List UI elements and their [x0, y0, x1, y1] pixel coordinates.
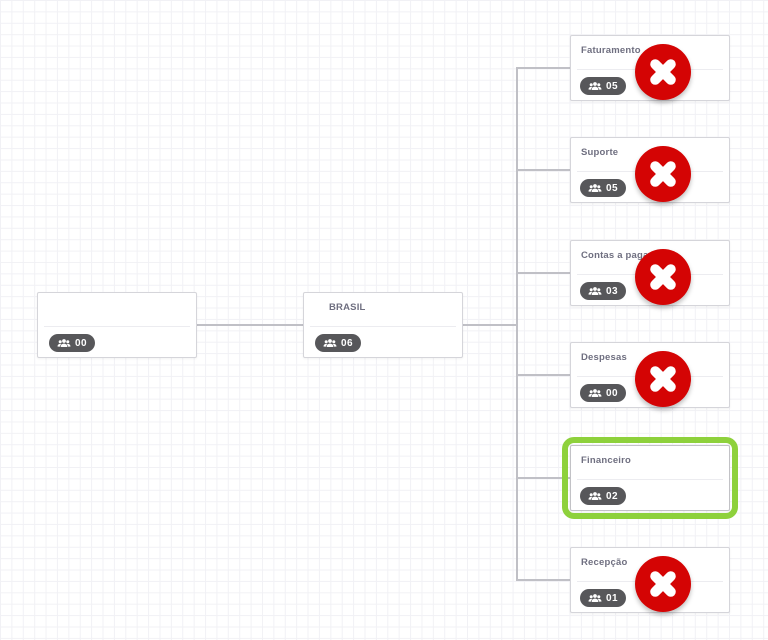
node-title: Recepção: [581, 557, 628, 568]
users-icon: [588, 286, 602, 297]
node-title: Despesas: [581, 352, 627, 363]
org-node-root[interactable]: 00: [37, 292, 197, 358]
member-count-badge: 02: [580, 487, 627, 505]
node-divider: [310, 326, 456, 327]
delete-node-button[interactable]: [635, 146, 691, 202]
member-count: 05: [606, 182, 619, 194]
connector-line: [517, 272, 570, 274]
member-count: 06: [341, 337, 354, 349]
users-icon: [588, 491, 602, 502]
node-title: Faturamento: [581, 45, 641, 56]
node-title: BRASIL: [329, 302, 366, 313]
member-count: 00: [606, 387, 619, 399]
member-count-badge: 00: [580, 384, 627, 402]
node-title: Suporte: [581, 147, 619, 158]
connector-line: [517, 579, 570, 581]
connector-line: [517, 169, 570, 171]
org-node-contas-a-pagar[interactable]: Contas a pagar 03: [570, 240, 730, 306]
member-count: 02: [606, 490, 619, 502]
connector-trunk-line: [516, 67, 518, 581]
member-count-badge: 00: [49, 334, 96, 352]
x-icon: [635, 351, 691, 407]
delete-node-button[interactable]: [635, 249, 691, 305]
connector-line: [197, 324, 303, 326]
connector-line: [517, 477, 570, 479]
users-icon: [323, 338, 337, 349]
users-icon: [588, 388, 602, 399]
users-icon: [588, 81, 602, 92]
member-count-badge: 05: [580, 77, 627, 95]
member-count: 05: [606, 80, 619, 92]
node-divider: [577, 479, 723, 480]
node-divider: [44, 326, 190, 327]
org-node-faturamento[interactable]: Faturamento 05: [570, 35, 730, 101]
org-node-suporte[interactable]: Suporte 05: [570, 137, 730, 203]
member-count: 03: [606, 285, 619, 297]
node-title: Contas a pagar: [581, 250, 653, 261]
node-title: Financeiro: [581, 455, 632, 466]
member-count-badge: 06: [315, 334, 362, 352]
member-count-badge: 01: [580, 589, 627, 607]
member-count-badge: 03: [580, 282, 627, 300]
member-count-badge: 05: [580, 179, 627, 197]
delete-node-button[interactable]: [635, 556, 691, 612]
member-count: 01: [606, 592, 619, 604]
x-icon: [635, 249, 691, 305]
member-count: 00: [75, 337, 88, 349]
delete-node-button[interactable]: [635, 44, 691, 100]
org-node-despesas[interactable]: Despesas 00: [570, 342, 730, 408]
org-node-brasil[interactable]: BRASIL 06: [303, 292, 463, 358]
connector-line: [517, 374, 570, 376]
connector-line: [463, 324, 517, 326]
org-node-financeiro[interactable]: Financeiro 02: [562, 437, 738, 519]
x-icon: [635, 44, 691, 100]
users-icon: [588, 593, 602, 604]
users-icon: [588, 183, 602, 194]
x-icon: [635, 146, 691, 202]
connector-line: [517, 67, 570, 69]
x-icon: [635, 556, 691, 612]
org-node-recepcao[interactable]: Recepção 01: [570, 547, 730, 613]
delete-node-button[interactable]: [635, 351, 691, 407]
users-icon: [57, 338, 71, 349]
